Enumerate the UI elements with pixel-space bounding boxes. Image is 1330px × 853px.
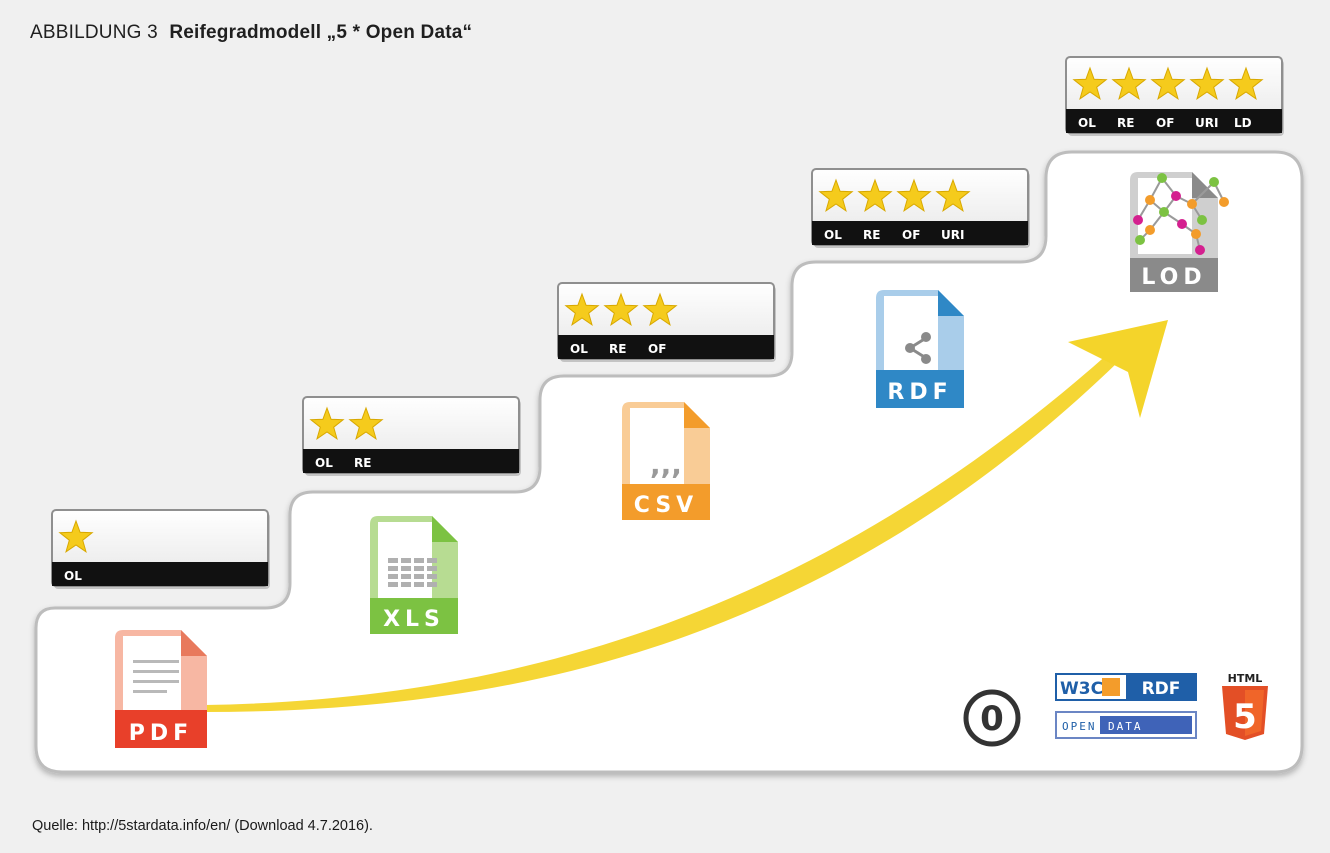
star-icon: [1111, 66, 1147, 100]
star-icon: [1150, 66, 1186, 100]
rating-code-of: OF: [648, 342, 666, 356]
star-icon: [348, 406, 384, 440]
rating-code-bar: [1066, 109, 1282, 133]
rating-box-3: OL RE OF: [557, 282, 776, 362]
star-icon: [1189, 66, 1225, 100]
rating-code-ol: OL: [1078, 116, 1096, 130]
rating-code-of: OF: [902, 228, 920, 242]
caption-title: Reifegradmodell „5 * Open Data“: [169, 22, 473, 43]
progress-arrow: [205, 352, 1118, 712]
rating-code-uri: URI: [1195, 116, 1218, 130]
lod-label: LOD: [1141, 265, 1206, 290]
star-icon: [896, 178, 932, 212]
rdf-label: RDF: [887, 380, 952, 405]
star-icon: [642, 292, 678, 326]
figure-caption: ABBILDUNG 3 Reifegradmodell „5 * Open Da…: [30, 22, 472, 44]
rating-code-bar: [812, 221, 1028, 245]
rating-box-4: OL RE OF URI: [811, 168, 1030, 248]
arrow-head: [1068, 320, 1168, 418]
w3c-text: W3C: [1060, 679, 1103, 699]
w3c-rdf-logo: W3C RDF: [1055, 673, 1197, 701]
html5-number: 5: [1233, 697, 1257, 737]
rating-code-re: RE: [354, 456, 371, 470]
rating-code-ol: OL: [824, 228, 842, 242]
lod-file-icon: LOD: [1130, 172, 1229, 292]
star-icon: [564, 292, 600, 326]
star-icon: [603, 292, 639, 326]
star-icon: [309, 406, 345, 440]
rdf-logo-text: RDF: [1142, 679, 1181, 699]
pdf-label: PDF: [129, 721, 193, 746]
open-text: OPEN: [1062, 720, 1097, 733]
open-data-logo: OPEN DATA: [1055, 711, 1197, 739]
rating-box-2: OL RE: [302, 396, 521, 476]
svg-text:,,,: ,,,: [650, 448, 682, 481]
rating-code-bar: [303, 449, 519, 473]
rating-code-re: RE: [1117, 116, 1134, 130]
rating-code-uri: URI: [941, 228, 964, 242]
rating-code-ol: OL: [315, 456, 333, 470]
share-icon: [905, 332, 931, 364]
html-text: HTML: [1228, 672, 1263, 685]
rating-code-of: OF: [1156, 116, 1174, 130]
rating-code-ld: LD: [1234, 116, 1252, 130]
rating-box-1: OL: [51, 509, 270, 589]
source-note: Quelle: http://5stardata.info/en/ (Downl…: [32, 818, 373, 834]
rating-code-ol: OL: [64, 569, 82, 583]
rating-code-re: RE: [863, 228, 880, 242]
star-icon: [1072, 66, 1108, 100]
rating-box-5: OL RE OF URI LD: [1065, 56, 1284, 136]
xls-label: XLS: [383, 607, 445, 632]
cc-zero-text: 0: [980, 699, 1004, 739]
xls-file-icon: XLS: [370, 516, 458, 634]
rdf-file-icon: RDF: [876, 290, 964, 408]
data-text: DATA: [1108, 720, 1143, 733]
rating-code-re: RE: [609, 342, 626, 356]
star-icon: [935, 178, 971, 212]
pdf-file-icon: PDF: [115, 630, 207, 748]
caption-label: ABBILDUNG 3: [30, 22, 158, 43]
rating-code-bar: [558, 335, 774, 359]
star-icon: [857, 178, 893, 212]
csv-file-icon: ,,, CSV: [622, 402, 710, 520]
csv-label: CSV: [634, 493, 698, 518]
star-icon: [58, 519, 94, 553]
rating-code-bar: [52, 562, 268, 586]
star-icon: [818, 178, 854, 212]
star-icon: [1228, 66, 1264, 100]
rating-code-ol: OL: [570, 342, 588, 356]
cc-zero-logo: 0: [963, 689, 1021, 747]
rating-boxes: OL OL RE OL RE OF OL RE OF URI OL RE OF URI LD: [51, 56, 1284, 589]
html5-logo: HTML 5: [1222, 672, 1268, 740]
